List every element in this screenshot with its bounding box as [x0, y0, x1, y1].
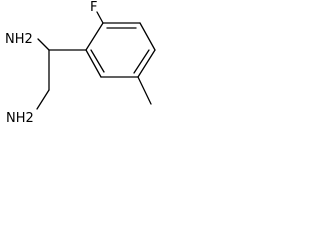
ring-bond-c4-c5: [137, 49, 156, 78]
molecule-diagram: F NH2 NH2: [5, 0, 156, 126]
fluorine-label: F: [90, 0, 97, 15]
ring-bond-c6-c1: [85, 49, 102, 78]
bond-ring-fluorine: [96, 11, 104, 24]
ring-double-bond-c6-c1: [90, 49, 105, 73]
bond-ring-methyl: [137, 76, 152, 105]
ring-bond-c1-c2: [85, 22, 104, 51]
bond-ch2-amine-bottom: [36, 89, 50, 110]
benzene-ring: [85, 22, 156, 78]
ring-bond-c3-c4: [139, 22, 156, 51]
ring-double-bond-c4-c5: [133, 49, 150, 74]
bond-chain-carbon-amine-top: [37, 38, 50, 51]
amine-bottom-label: NH2: [6, 111, 34, 126]
amine-top-label: NH2: [5, 32, 33, 47]
